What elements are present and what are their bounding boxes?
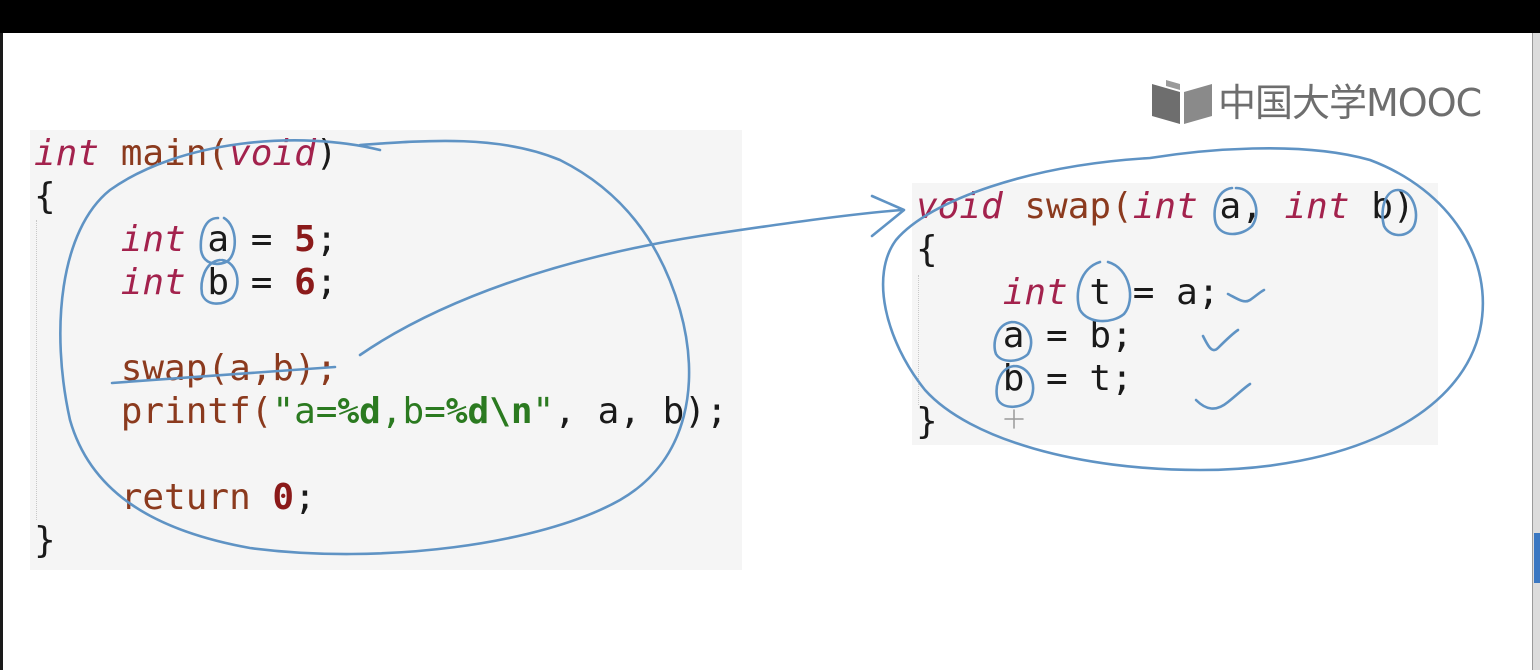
format-specifier: %d\n [445,391,533,432]
format-specifier: %d [337,391,381,432]
window-right-edge [1532,33,1540,670]
punctuation: ; [294,477,316,518]
keyword: void [229,133,316,174]
main-function-code: int main(void) { int a = 5; int b = 6; s… [30,130,742,570]
string-literal: "a= [272,391,338,432]
string-literal: ,b= [380,391,446,432]
logo-text: 中国大学MOOC [1218,81,1482,125]
function-name: main( [99,133,230,174]
code-text: b = t; [1002,358,1133,399]
keyword: int [34,133,100,174]
number-literal: 5 [294,219,316,260]
number-literal: 6 [294,262,316,303]
code-line-printf: printf("a=%d,b=%d\n", a, b); [34,390,728,433]
code-line-assign-b: b = t; [916,357,1133,400]
window-left-edge [0,33,3,670]
code-line-return: return 0; [34,476,316,519]
code-line-decl-a: int a = 5; [34,218,338,261]
indent-guide [36,220,38,520]
video-top-bar [0,0,1540,33]
code-text: t = a; [1067,272,1220,313]
function-call: swap(a,b); [120,348,338,389]
code-text: a, [1197,186,1285,227]
code-text: a = [185,219,295,260]
code-text: , a, b); [554,391,728,432]
code-line-close-brace: } [916,401,938,442]
code-line-signature: void swap(int a, int b) [916,185,1415,228]
code-line-close-brace: } [34,520,56,561]
string-literal: " [532,391,555,432]
keyword: int [1284,186,1350,227]
code-text: a = b; [1002,315,1133,356]
scroll-knob[interactable] [1534,533,1540,583]
function-call: printf( [120,391,273,432]
code-line-decl-t: int t = a; [916,271,1220,314]
punctuation: ; [315,219,338,260]
code-line-open-brace: { [34,176,56,217]
keyword: int [1002,272,1068,313]
keyword: int [1132,186,1198,227]
mooc-logo: 中国大学MOOC [1150,78,1482,128]
arrow-head-annotation [870,194,906,238]
code-text: b) [1349,186,1415,227]
function-name: swap( [1002,186,1133,227]
return-keyword: return [120,477,273,518]
keyword: void [916,186,1003,227]
number-literal: 0 [272,477,295,518]
keyword: int [120,219,186,260]
code-line-open-brace: { [916,229,938,270]
code-line-decl-b: int b = 6; [34,261,338,304]
book-logo-icon [1152,80,1212,124]
code-text: b = [185,262,295,303]
code-line-signature: int main(void) [34,132,337,175]
code-line-assign-a: a = b; [916,314,1133,357]
punctuation: ; [315,262,338,303]
keyword: int [120,262,186,303]
code-line-call-swap: swap(a,b); [34,347,338,390]
punctuation: ) [315,133,338,174]
swap-function-code: void swap(int a, int b) { int t = a; a =… [912,183,1438,445]
